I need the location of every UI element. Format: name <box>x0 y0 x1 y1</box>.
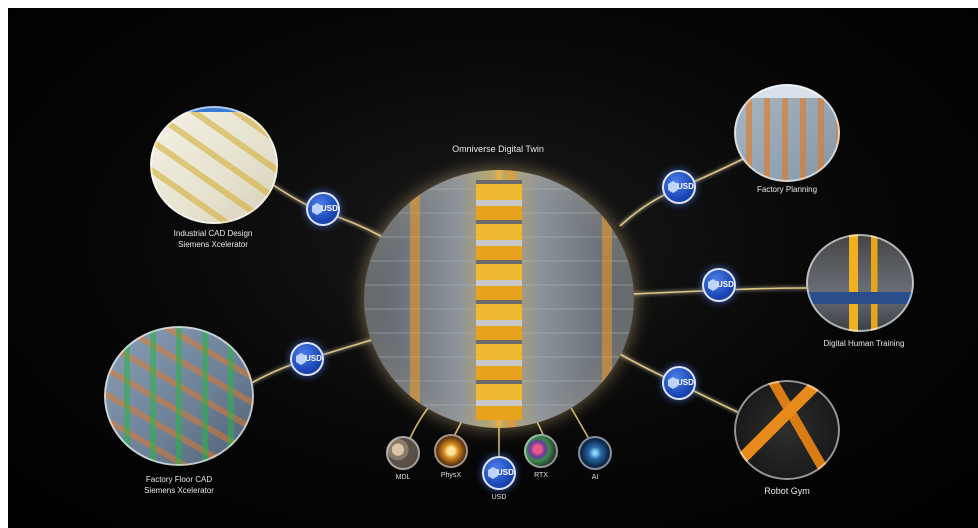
ai-label: AI <box>591 474 599 481</box>
hub-assembly-line <box>476 180 522 420</box>
physx-tool-icon <box>434 434 468 468</box>
factory-floor-image <box>104 326 254 466</box>
rtx-label: RTX <box>534 472 548 479</box>
usd-badge-factory-planning: USD <box>662 170 696 204</box>
hub-title: Omniverse Digital Twin <box>452 144 544 154</box>
robot-gym-label: Robot Gym <box>764 486 810 496</box>
ai-tool-icon <box>578 436 612 470</box>
industrial-cad-label-line1: Industrial CAD Design <box>173 229 253 238</box>
usd-badge-industrial-cad: USD <box>306 192 340 226</box>
factory-planning-label: Factory Planning <box>756 185 818 194</box>
digital-human-image <box>806 234 914 332</box>
physx-label: PhysX <box>440 472 462 479</box>
factory-planning-image <box>734 84 840 182</box>
factory-floor-label-line1: Factory Floor CAD <box>145 475 213 484</box>
robot-gym-image <box>734 380 840 480</box>
industrial-cad-label-line2: Siemens Xcelerator <box>178 240 248 249</box>
mdl-tool-icon <box>386 436 420 470</box>
usd-cube-icon <box>488 467 498 479</box>
usd-cube-icon <box>296 353 306 365</box>
usd-badge-digital-human: USD <box>702 268 736 302</box>
usd-cube-icon <box>708 279 718 291</box>
usd-cube-icon <box>312 203 322 215</box>
usd-badge-factory-floor: USD <box>290 342 324 376</box>
usd-tool-label: USD <box>491 494 507 501</box>
usd-badge-robot-gym: USD <box>662 366 696 400</box>
hub-factory-image <box>364 170 634 428</box>
usd-cube-icon <box>668 377 678 389</box>
usd-tool-badge: USD <box>482 456 516 490</box>
rtx-tool-icon <box>524 434 558 468</box>
factory-floor-label-line2: Siemens Xcelerator <box>144 486 214 495</box>
digital-human-label: Digital Human Training <box>823 339 905 348</box>
slide-background: Omniverse Digital Twin Industrial CAD De… <box>8 8 978 528</box>
usd-cube-icon <box>668 181 678 193</box>
industrial-cad-image <box>150 106 278 224</box>
mdl-label: MDL <box>395 474 411 481</box>
